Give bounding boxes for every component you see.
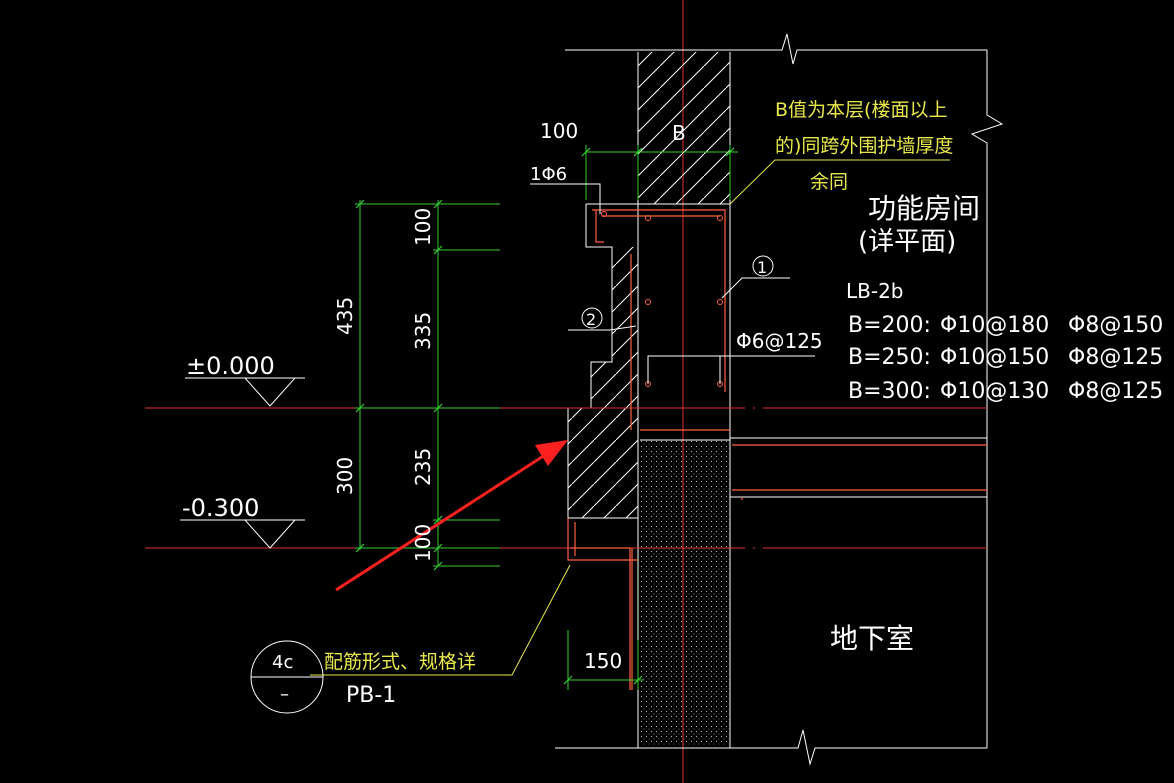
table-row-3-b: B=300: [848,379,931,404]
dimension-ticks [355,147,735,685]
table-row-3-r2: Φ8@125 [1068,379,1163,404]
circle-1-label: 1 [757,258,767,277]
table-row-2-r1: Φ10@150 [940,345,1049,370]
note-line-3: 余同 [810,171,848,193]
leader-lines [530,183,815,357]
stirrup-leader [647,355,721,384]
rebar-table: B=200: Φ10@180 Φ8@150 B=250: Φ10@150 Φ8@… [848,313,1163,404]
dim-150: 150 [584,649,622,673]
room-sub: (详平面) [858,227,956,257]
detail-ref: PB-1 [346,683,396,708]
right-outline [555,50,1004,766]
table-row-2-b: B=250: [848,345,931,370]
table-row-1-r1: Φ10@180 [940,313,1049,338]
detail-num: 4c [272,652,293,673]
circle-marker-2 [581,307,603,329]
stirrup-label: Φ6@125 [736,329,823,353]
level-marker-0 [185,377,305,407]
circle-marker-1 [752,255,774,277]
basement-label: 地下室 [830,622,914,655]
lb-label: LB-2b [846,279,904,303]
rebar-outline [567,209,987,690]
detail-note: 配筋形式、规格详 [324,651,476,673]
dim-335: 335 [411,312,435,350]
dim-100a: 100 [411,208,435,246]
table-row-1-r2: Φ8@150 [1068,313,1163,338]
table-row-3-r1: Φ10@130 [940,379,1049,404]
dim-435: 435 [333,297,357,335]
table-row-2-r2: Φ8@125 [1068,345,1163,370]
circle-2-label: 2 [586,310,596,329]
hatched-curb [568,247,638,518]
top-break-line [565,33,987,65]
note-leader [310,159,950,676]
table-row-1-b: B=200: [848,313,931,338]
level-lines [145,407,987,549]
dim-top-100: 100 [540,119,578,143]
note-line-2: 的)同跨外围护墙厚度 [775,135,953,157]
room-name: 功能房间 [868,192,980,225]
note-line-1: B值为本层(楼面以上 [775,99,947,121]
detail-dash: – [280,684,289,705]
level-neg-label: -0.300 [182,494,259,522]
upper-wall [637,52,731,204]
level-0-label: ±0.000 [186,352,275,380]
red-arrow [335,440,568,592]
fill-region [640,440,729,746]
dim-wall-b: B [672,121,686,145]
dim-100b: 100 [411,524,435,562]
detail-callout [250,640,324,714]
level-marker-neg [180,519,305,549]
dim-235: 235 [411,448,435,486]
dimension-lines [355,145,738,690]
rebar-1phi6: 1Φ6 [530,164,567,185]
dim-300: 300 [333,457,357,495]
